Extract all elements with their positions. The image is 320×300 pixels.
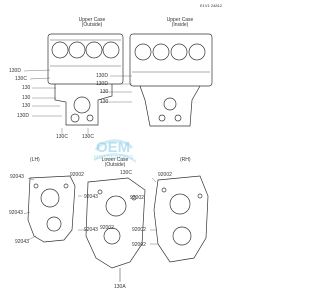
callout-upper-left-4: 130	[22, 95, 31, 101]
callout-upper-right-2: 130D	[96, 81, 108, 87]
upper-case-outside-title: Upper Case (Outside)	[62, 18, 122, 28]
upper-case-inside-title: Upper Case (Inside)	[150, 18, 210, 28]
lower-case-center-drawing	[85, 177, 146, 282]
callout-upper-bottom-1: 130C	[56, 134, 68, 140]
watermark-tagline: MOTORPARTS	[94, 155, 134, 161]
upper-case-outside-drawing	[47, 33, 124, 126]
lower-title-line2: (Outside)	[104, 162, 126, 168]
callout-lower-bottom: 130A	[114, 284, 126, 290]
lower-case-rh-drawing	[153, 175, 209, 263]
callout-upper-right-1: 130D	[96, 73, 108, 79]
rh-label: (RH)	[180, 157, 191, 163]
callout-lower-c: 92043	[84, 227, 98, 233]
watermark-brand: OEM	[96, 139, 131, 156]
upper-outside-title-line2: (Outside)	[81, 22, 103, 28]
callout-lower-left-top: 92043	[10, 174, 24, 180]
reference-code: E1V1 24812	[200, 3, 223, 8]
crankcase-diagram: E1V1 24812 Upper Case (Outside) Upper Ca…	[9, 3, 223, 290]
callout-upper-left-5: 130	[22, 103, 31, 109]
callout-lower-top-130c: 130C	[120, 170, 132, 176]
lower-case-title: Lower Case (Outside)	[90, 158, 140, 168]
callout-lower-right-top: 92002	[158, 172, 172, 178]
exploded-view-drawing	[23, 33, 213, 282]
callout-lower-b: 92043	[84, 194, 98, 200]
lower-case-lh-drawing	[27, 175, 76, 243]
callout-lower-a: 92002	[70, 172, 84, 178]
lh-label: (LH)	[30, 157, 40, 163]
upper-outside-title-line1: Upper Case	[78, 17, 106, 23]
callout-upper-left-6: 130D	[17, 113, 29, 119]
callout-lower-mid-b: 92002	[130, 195, 144, 201]
callout-upper-bottom-2: 130C	[82, 134, 94, 140]
callout-lower-left-low: 92043	[15, 239, 29, 245]
callout-upper-right-3: 130	[100, 89, 109, 95]
callout-upper-left-2: 130C	[15, 76, 27, 82]
watermark-logo	[93, 139, 137, 163]
callout-lower-mid-a: 92002	[100, 225, 114, 231]
callout-upper-left-1: 130D	[9, 68, 21, 74]
lower-title-line1: Lower Case	[101, 157, 129, 163]
upper-case-inside-drawing	[129, 33, 213, 127]
callout-upper-left-3: 130	[22, 85, 31, 91]
callout-upper-right-4: 130	[100, 99, 109, 105]
callout-lower-right-low: 92002	[132, 242, 146, 248]
upper-inside-title-line2: (Inside)	[171, 22, 189, 28]
upper-inside-title-line1: Upper Case	[166, 17, 194, 23]
callout-lower-right-mid: 92002	[132, 227, 146, 233]
callout-lower-left-mid: 92043	[9, 210, 23, 216]
